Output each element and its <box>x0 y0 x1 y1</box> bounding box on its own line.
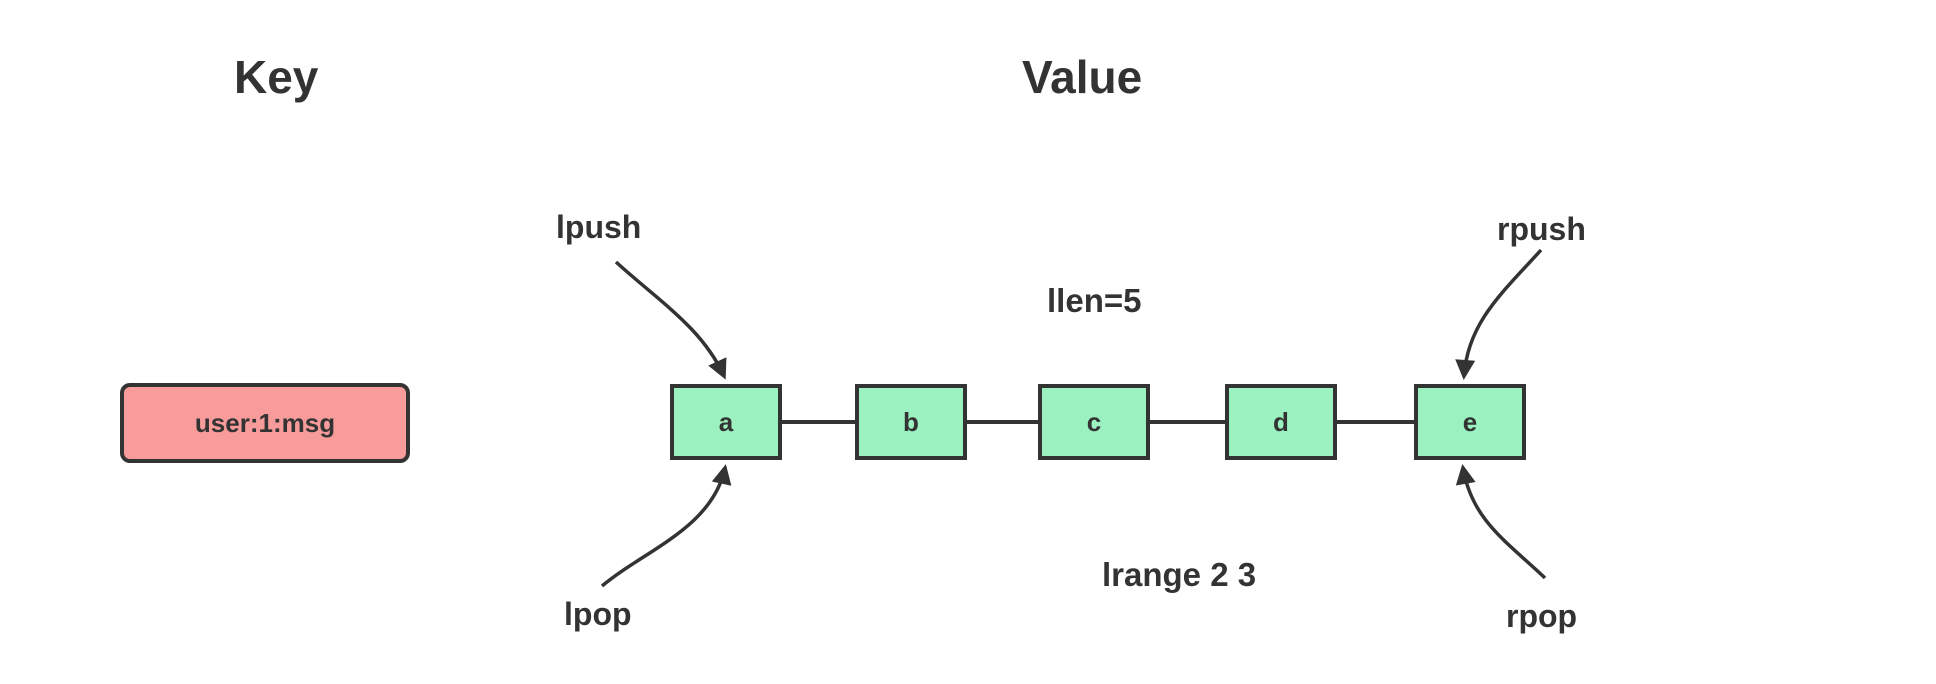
list-node-3: d <box>1225 384 1337 460</box>
llen-label: llen=5 <box>1047 282 1142 319</box>
list-node-label: e <box>1462 406 1478 437</box>
lrange-label: lrange 2 3 <box>1102 556 1257 593</box>
list-node-4: e <box>1414 384 1526 460</box>
list-node-label: d <box>1273 406 1289 437</box>
list-node-1: b <box>855 384 967 460</box>
lpop-label: lpop <box>564 596 632 632</box>
lpush-arrow <box>614 260 727 380</box>
list-node-0: a <box>670 384 782 460</box>
list-node-label: b <box>903 406 919 437</box>
lpush-label: lpush <box>556 209 642 245</box>
rpush-arrow <box>1455 248 1543 380</box>
rpop-label: rpop <box>1506 598 1578 634</box>
value-column-header: Value <box>1022 51 1143 103</box>
list-node-label: c <box>1086 406 1102 437</box>
list-node-label: a <box>718 406 734 437</box>
key-box: user:1:msg <box>120 383 410 463</box>
key-column-header: Key <box>234 51 319 103</box>
key-name: user:1:msg <box>194 407 336 438</box>
rpush-label: rpush <box>1497 211 1586 247</box>
list-node-2: c <box>1038 384 1150 460</box>
lpop-arrow <box>600 464 732 588</box>
rpop-arrow <box>1455 464 1547 580</box>
